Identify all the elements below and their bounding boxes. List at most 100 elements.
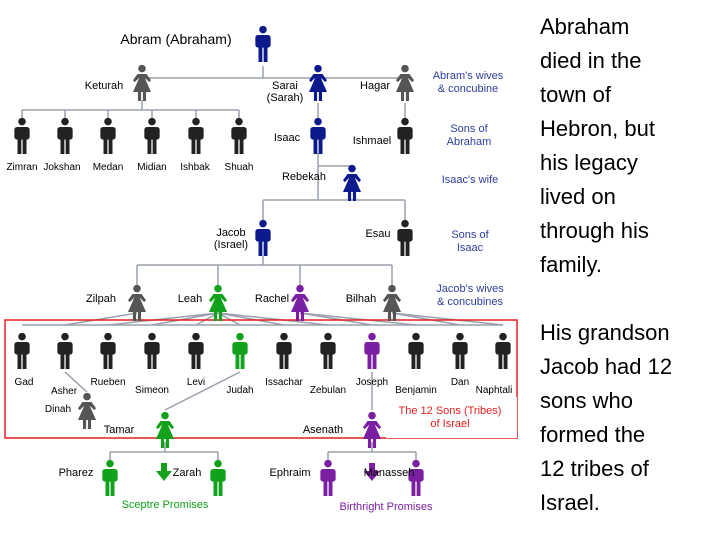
tamar-figure [156,411,174,448]
ishmael-figure [397,117,413,154]
caption-twelve-sons: The 12 Sons (Tribes)of Israel [399,405,502,430]
label-ishmael: Ishmael [353,135,392,147]
label-dinah: Dinah [45,404,71,415]
label-naphtali: Naphtali [476,385,513,396]
label-rueben: Rueben [90,377,125,388]
label-esau: Esau [365,228,390,240]
keturah-figure [133,64,151,101]
pharez-figure [102,459,118,496]
asher-figure [57,332,73,369]
label-simeon: Simeon [135,385,169,396]
label-tamar: Tamar [104,424,135,436]
rebekah-figure [343,164,361,201]
connector-line [151,312,219,326]
label-issachar: Issachar [265,377,303,388]
manasseh-figure [408,459,424,496]
bilhah-figure [383,284,401,321]
connector-line [391,312,461,326]
caption-isaac-wife: Isaac's wife [442,174,499,186]
label-levi: Levi [187,377,205,388]
leah-figure [209,284,227,321]
connector-line [64,312,138,326]
abraham-son-6-figure [231,117,247,154]
abraham-son-4-figure [144,117,160,154]
caption-sceptre-promises: Sceptre Promises [122,499,209,511]
judah-figure [232,332,248,369]
label-ishbak: Ishbak [180,162,210,173]
jacob-figure [255,219,271,256]
connector-line [299,312,417,326]
abraham-son-5-figure [188,117,204,154]
label-jacob: Jacob(Israel) [214,227,248,251]
label-keturah: Keturah [85,80,124,92]
label-ephraim: Ephraim [270,467,311,479]
caption-jacob-wives: Jacob's wives& concubines [436,283,504,308]
esau-figure [397,219,413,256]
dinah-figure [78,392,96,429]
abram-figure [255,25,271,62]
label-bilhah: Bilhah [346,293,377,305]
naphtali-figure [495,332,511,369]
zebulan-figure [320,332,336,369]
connector-line [391,312,504,326]
twelve-sons-caption-backdrop [386,397,517,438]
isaac-figure [310,117,326,154]
connector-line [64,371,88,393]
label-joseph: Joseph [356,377,388,388]
label-gad: Gad [15,377,34,388]
label-pharez: Pharez [59,467,94,479]
rachel-figure [291,284,309,321]
label-medan: Medan [93,162,124,173]
label-judah: Judah [226,385,253,396]
label-abram: Abram (Abraham) [120,31,231,47]
caption-abram-wives: Abram's wives& concubine [433,70,504,95]
label-leah: Leah [178,293,202,305]
label-zebulan: Zebulan [310,385,346,396]
label-benjamin: Benjamin [395,385,437,396]
issachar-figure [276,332,292,369]
zilpah-figure [128,284,146,321]
connector-line [164,371,241,411]
label-zimran: Zimran [6,162,37,173]
connector-line [217,312,285,326]
label-hagar: Hagar [360,80,390,92]
abraham-son-3-figure [100,117,116,154]
birthright-arrow-head [364,471,380,481]
abraham-son-1-figure [14,117,30,154]
joseph-figure [364,332,380,369]
levi-figure [188,332,204,369]
label-manasseh: Manasseh [364,467,415,479]
benjamin-figure [408,332,424,369]
sarai-figure [309,64,327,101]
label-asher: Asher [51,386,78,397]
label-shuah: Shuah [225,162,254,173]
ephraim-figure [320,459,336,496]
label-dan: Dan [451,377,469,388]
gad-figure [14,332,30,369]
simeon-figure [144,332,160,369]
connector-line [299,312,373,326]
sceptre-arrow-head [156,471,172,481]
label-midian: Midian [137,162,166,173]
zarah-figure [210,459,226,496]
abraham-son-2-figure [57,117,73,154]
dan-figure [452,332,468,369]
connector-line [107,312,219,326]
label-jokshan: Jokshan [43,162,80,173]
label-zarah: Zarah [173,467,202,479]
label-isaac: Isaac [274,132,301,144]
label-rachel: Rachel [255,293,289,305]
connector-line [217,312,329,326]
label-sarai: Sarai(Sarah) [267,80,304,104]
rueben-figure [100,332,116,369]
side-paragraph-twelve-tribes: His grandson Jacob had 12 sons who forme… [540,320,673,515]
asenath-figure [363,411,381,448]
birthright-arrow [369,463,375,471]
label-rebekah: Rebekah [282,171,326,183]
sceptre-arrow [161,463,167,471]
caption-birthright-promises: Birthright Promises [340,501,433,513]
hagar-figure [396,64,414,101]
side-paragraph-abraham-legacy: Abraham died in the town of Hebron, but … [540,14,655,277]
